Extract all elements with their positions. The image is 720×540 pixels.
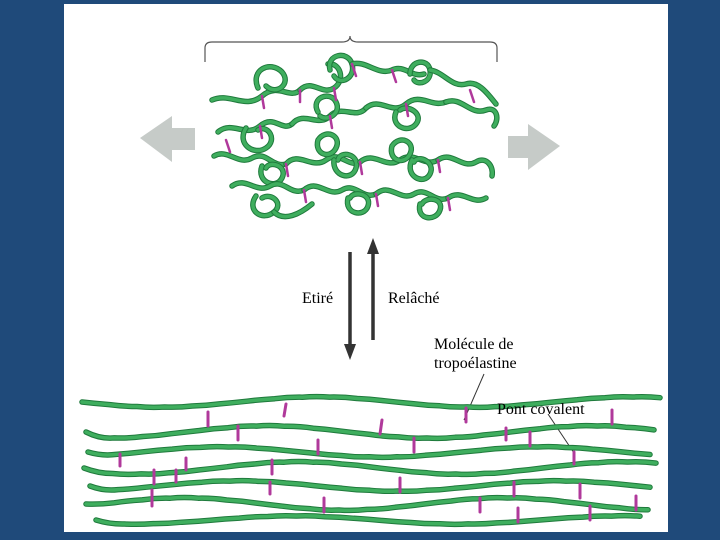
network-strand-24 <box>347 194 368 213</box>
stretched-label: Etiré <box>302 289 333 308</box>
network-strand-20 <box>438 157 492 176</box>
network-crosslink-15 <box>470 90 474 102</box>
gray-left-arrow-icon <box>140 116 195 162</box>
fiber-crosslink-2 <box>284 404 286 416</box>
gray-right-arrow-icon <box>508 124 560 170</box>
relaxed-label: Relâché <box>388 289 440 308</box>
fiber-crosslink-3 <box>380 420 382 434</box>
fiber-strand-2 <box>88 447 650 458</box>
network-strand-30 <box>317 134 337 154</box>
molecule-label-line2: tropoélastine <box>434 354 517 373</box>
fiber-strand-3 <box>84 462 656 475</box>
crosslink-label: Pont covalent <box>497 400 585 419</box>
relaxed-elastin-network <box>212 55 497 217</box>
network-strand-13 <box>446 101 497 126</box>
molecule-label-line1: Molécule de <box>434 335 514 354</box>
up-arrow-icon <box>367 238 379 340</box>
network-strand-10 <box>316 96 337 118</box>
network-strand-16 <box>286 157 360 164</box>
down-arrow-icon <box>344 252 356 360</box>
network-strand-13-outline <box>446 101 497 126</box>
network-crosslink-14 <box>226 140 230 152</box>
